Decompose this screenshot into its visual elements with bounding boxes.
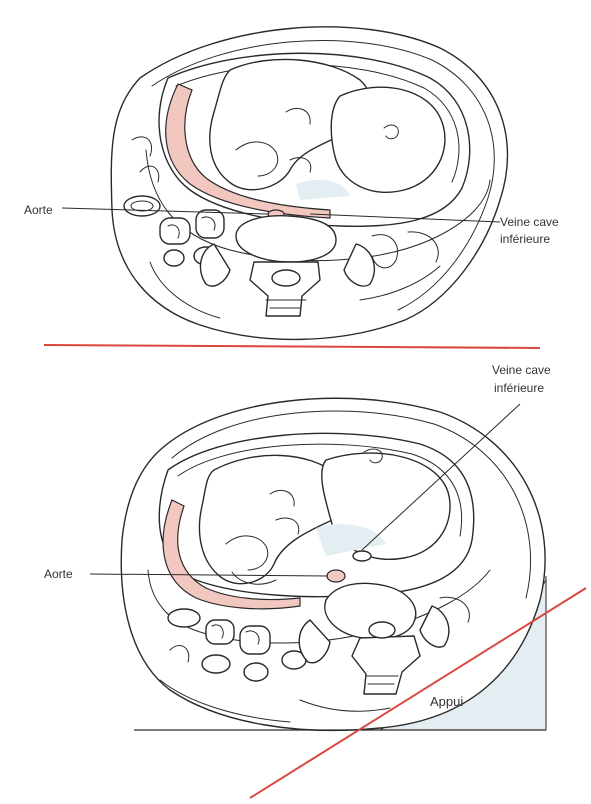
- top-ground-line: [44, 345, 540, 348]
- support-label: Appui: [430, 694, 463, 709]
- bottom-ivc-label-line1: Veine cave: [492, 363, 551, 377]
- bottom-aorta-vessel: [327, 570, 345, 582]
- top-cross-section: Aorte Veine cave inférieure: [24, 27, 559, 348]
- bottom-ivc-label-line2: inférieure: [494, 381, 544, 395]
- top-aorte-label: Aorte: [24, 203, 53, 217]
- bottom-ivc-vessel: [353, 551, 371, 561]
- top-ivc-label-line2: inférieure: [500, 232, 550, 246]
- bottom-aorte-label: Aorte: [44, 567, 73, 581]
- top-ivc-label-line1: Veine cave: [500, 215, 559, 229]
- bottom-cross-section: Veine cave inférieure Aorte Appui: [44, 363, 586, 798]
